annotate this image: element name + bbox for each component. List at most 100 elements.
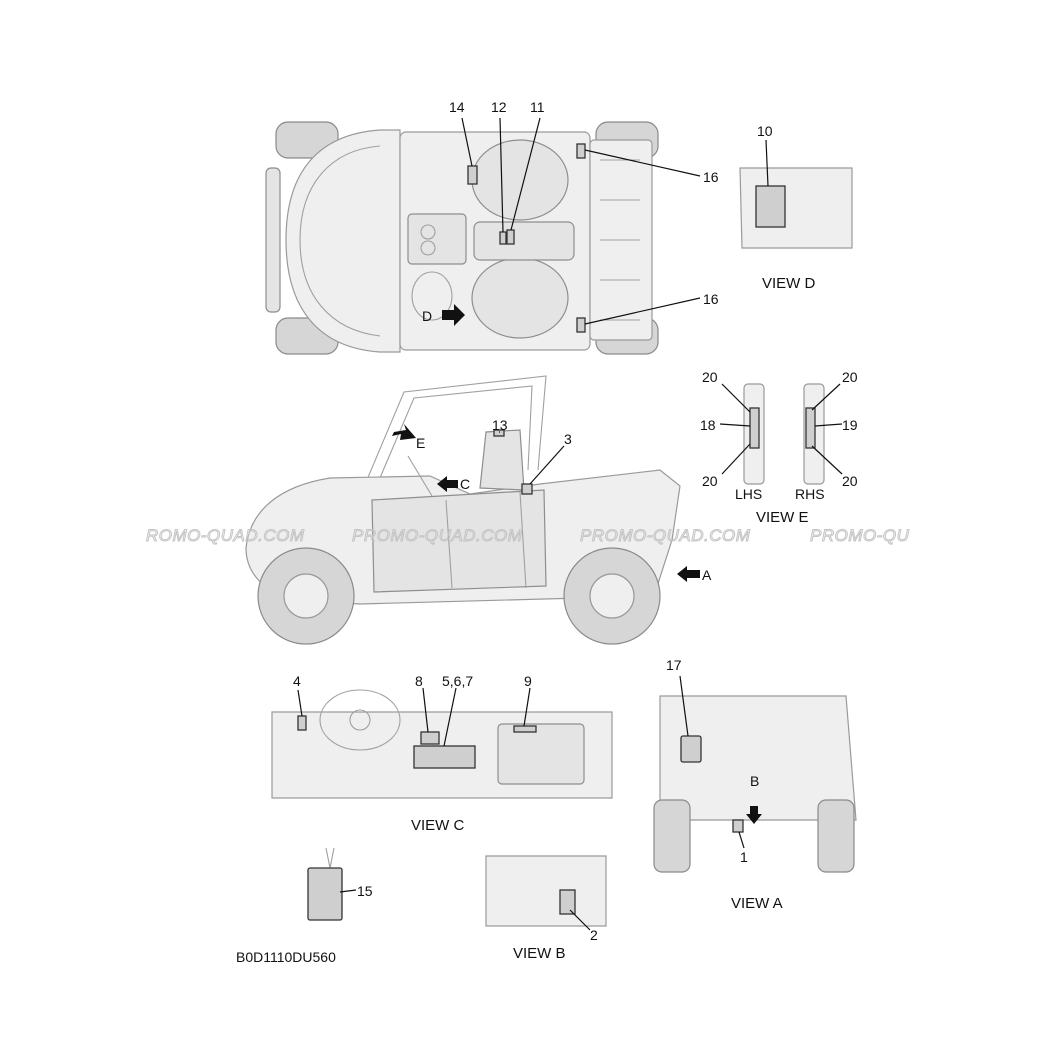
watermark-3: PROMO-QUAD.COM [580,526,751,545]
rhs-label: RHS [795,486,825,502]
rear-tire-left [653,799,691,873]
view-b-title: VIEW B [513,945,566,962]
hood-contour [299,145,381,337]
label-3-decal [521,483,533,495]
view-d-panel [739,167,853,249]
callout-20-lhs-bottom: 20 [702,473,718,489]
arrow-c-icon [437,476,458,492]
leader-lines [297,117,843,931]
center-console [473,221,575,261]
roll-cage-inner [361,385,533,521]
view-b-surface [485,855,607,927]
callout-20-lhs-top: 20 [702,369,718,385]
callout-14: 14 [449,99,465,115]
hang-tag-body [307,867,343,921]
bed-ribs [600,159,640,321]
lhs-label: LHS [735,486,762,502]
label-16-bottom-decal [576,317,586,333]
label-4-decal [297,715,307,731]
callout-17: 17 [666,657,682,673]
callout-1: 1 [740,849,748,865]
callout-9: 9 [524,673,532,689]
cupholder-1 [420,224,436,240]
letter-c: C [460,476,470,492]
label-9-decal [513,725,537,733]
view-e-panel [743,383,825,485]
arrow-d-icon [442,304,465,326]
callout-12: 12 [491,99,507,115]
direction-letters: D E C A B [416,308,759,789]
callout-15: 15 [357,883,373,899]
letter-b: B [750,773,759,789]
label-13-decal [493,429,505,437]
view-e-title: VIEW E [756,509,809,526]
side-view-vehicle [245,375,700,645]
top-view-vehicle [265,121,659,355]
label-5-6-7-decal [413,745,476,769]
callout-2: 2 [590,927,598,943]
label-10-decal [755,185,786,228]
label-8-decal [420,731,440,745]
callout-16-bottom: 16 [703,291,719,307]
view-b-panel [485,855,607,927]
label-17-decal [680,735,702,763]
arrow-a-icon [677,566,700,582]
callout-5-6-7: 5,6,7 [442,673,473,689]
view-titles: VIEW D VIEW E VIEW C VIEW A VIEW B LHS R… [411,275,825,962]
callout-18: 18 [700,417,716,433]
watermark-band: ROMO-QUAD.COM PROMO-QUAD.COM PROMO-QUAD.… [146,526,910,546]
rear-tire-right [817,799,855,873]
view-a-title: VIEW A [731,895,783,912]
callout-numbers: 14 12 11 16 16 10 13 3 20 18 20 20 19 20… [293,99,858,943]
arrow-e-icon [392,424,416,440]
view-a-panel [653,695,857,873]
steering-wheel-top [411,271,453,321]
door-lines [445,491,527,589]
callout-11: 11 [530,99,545,115]
watermark-4: PROMO-QU [810,526,910,545]
steering-wheel-front [319,689,401,751]
rear-body [659,695,857,821]
glovebox [497,723,585,785]
watermark-1: ROMO-QUAD.COM [146,526,305,545]
watermark-2: PROMO-QUAD.COM [352,526,523,545]
label-1-decal [732,819,744,833]
view-c-panel [271,689,613,799]
label-12-decal [499,231,507,245]
dash-console [407,213,467,265]
label-19-decal [805,407,816,449]
seat-left [471,139,569,221]
steering-hub [349,709,371,731]
arrow-b-icon [746,806,762,824]
label-11-decal [506,229,515,245]
seat-side [479,429,525,491]
roll-cage-front [349,375,547,521]
callout-13: 13 [492,417,508,433]
label-18-decal [749,407,760,449]
view-c-title: VIEW C [411,817,465,834]
cupholder-2 [420,240,436,256]
letter-e: E [416,435,425,451]
hang-tag-clip [325,847,335,869]
hang-tag-15 [307,847,343,921]
callout-20-rhs-bottom: 20 [842,473,858,489]
callout-4: 4 [293,673,301,689]
seat-right [471,257,569,339]
door-panel [371,489,547,593]
document-code: B0D1110DU560 [236,949,336,965]
label-2-decal [559,889,576,915]
letter-d: D [422,308,432,324]
label-16-top-decal [576,143,586,159]
callout-19: 19 [842,417,858,433]
callout-16-top: 16 [703,169,719,185]
rear-rim [589,573,635,619]
callout-10: 10 [757,123,773,139]
letter-a: A [702,567,712,583]
callout-20-rhs-top: 20 [842,369,858,385]
front-bumper [265,167,281,313]
callout-3: 3 [564,431,572,447]
steering-column [407,455,433,497]
view-d-title: VIEW D [762,275,816,292]
